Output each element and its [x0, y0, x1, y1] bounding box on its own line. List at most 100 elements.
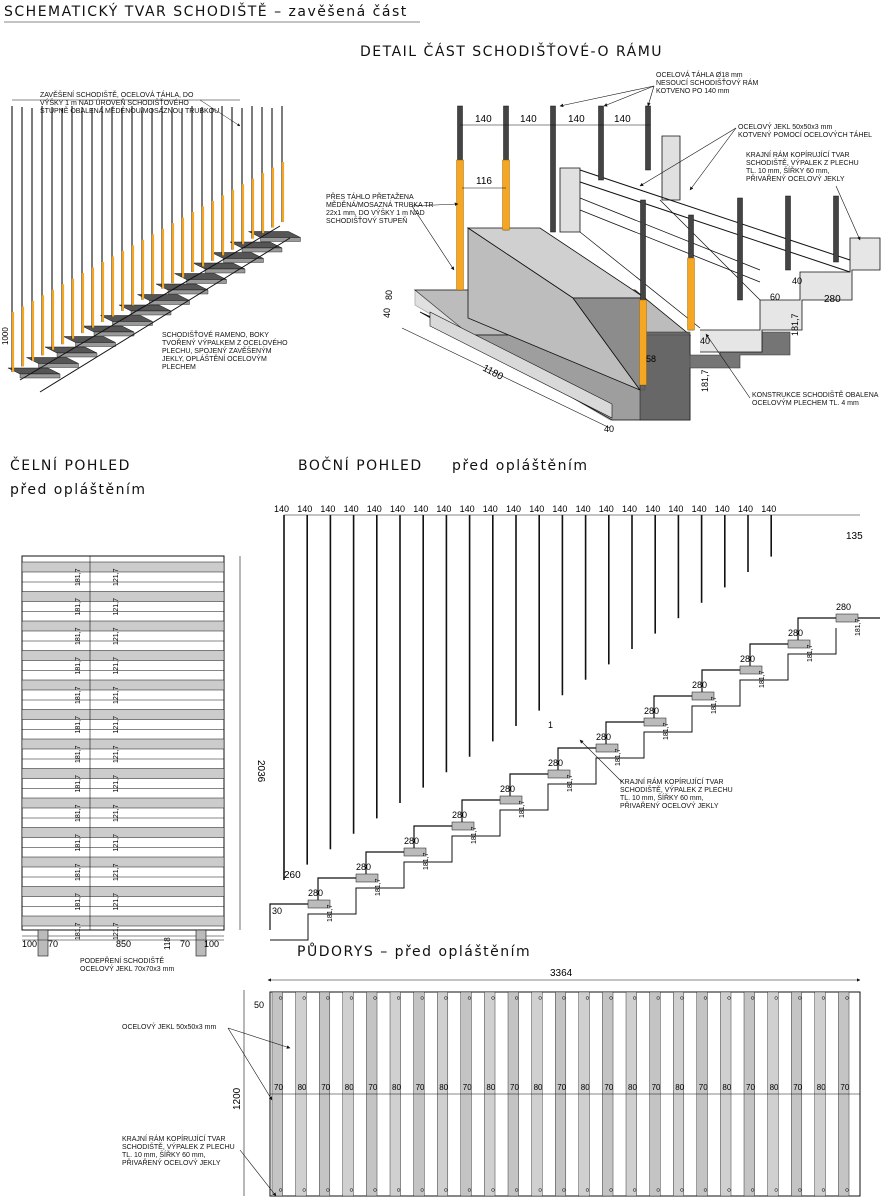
schematic-tread: [7, 367, 61, 375]
side-tread: [835, 613, 859, 623]
steel-rod: [737, 197, 743, 301]
schematic-riser: [19, 373, 61, 379]
plan-dim-gap: 70: [416, 1083, 425, 1092]
side-dim-rod: 140: [529, 504, 544, 514]
front-dim-rise-b: 121,7: [113, 657, 120, 675]
dim-slab: 40: [382, 308, 392, 318]
note-plan-jekl: OCELOVÝ JEKL 50x50x3 mm: [122, 1024, 217, 1031]
plan-rod-bottom: [680, 1188, 684, 1192]
front-step: [21, 797, 225, 809]
schematic-riser: [223, 258, 264, 263]
side-dim-tread: 280: [452, 810, 467, 820]
tube-dim: 116: [476, 176, 492, 187]
plan-rod-top: [609, 996, 613, 1000]
frame-diag-2: [659, 199, 761, 301]
plan-rod-top: [538, 996, 542, 1000]
front-step: [21, 915, 225, 927]
plan-frame-leader: [239, 1149, 277, 1197]
leader-frame: [835, 185, 861, 241]
front-dim-rise: 181,7: [75, 598, 82, 616]
schematic-tread: [229, 241, 283, 249]
schematic-dim-1000: 1000: [1, 327, 10, 345]
tread-front: [429, 311, 613, 419]
front-dim-rise: 181,7: [75, 893, 82, 911]
dim-60: 60: [770, 292, 780, 302]
plan-rod-bottom: [821, 1188, 826, 1192]
side-dim-rod: 140: [320, 504, 335, 514]
plan-dim-50: 50: [254, 1000, 264, 1010]
front-support-left: [37, 929, 49, 957]
front-step: [21, 620, 225, 632]
plan-dim-gap: 70: [840, 1083, 849, 1092]
side-dim-riser: 181,7: [423, 852, 430, 870]
side-tread: [355, 873, 379, 883]
schematic-stringer: [39, 237, 291, 393]
detail-title: DETAIL ČÁST SCHODIŠŤOVÉ-O RÁMU: [360, 44, 664, 60]
plan-rod-bottom: [656, 1188, 660, 1192]
side-dim-rod: 140: [599, 504, 614, 514]
side-dim-tread: 280: [740, 654, 755, 664]
front-dim-70b: 70: [180, 939, 190, 949]
front-step: [21, 650, 225, 661]
side-dim-30: 30: [272, 906, 282, 916]
rod-dim-3: 140: [568, 114, 585, 125]
front-dim-rise: 181,7: [75, 804, 82, 822]
side-dim-top: 135: [846, 531, 863, 542]
front-dim-rise-b: 121,7: [113, 863, 120, 881]
front-dim-right: 100: [204, 939, 219, 949]
side-dim-rod: 140: [692, 504, 707, 514]
schematic-tread: [81, 325, 135, 333]
side-dim-riser: 181,7: [615, 748, 622, 766]
side-dim-tread: 280: [788, 628, 803, 638]
side-dim-rod: 140: [367, 504, 382, 514]
plan-dim-gap: 80: [770, 1083, 779, 1092]
front-dim-rise-b: 121,7: [113, 716, 120, 734]
plan-rod-bottom: [514, 1188, 519, 1192]
front-dim-rise: 181,7: [75, 627, 82, 645]
jekl-beam-1: [579, 169, 851, 261]
plan-rod-top: [798, 996, 802, 1000]
front-step: [21, 738, 225, 750]
schematic-riser: [186, 279, 227, 284]
plan-rod-top: [774, 996, 778, 1000]
front-dim-rise-b: 121,7: [113, 922, 120, 940]
front-dim-rise: 181,7: [75, 863, 82, 881]
schematic-tread: [63, 336, 116, 343]
plan-rod-bottom: [538, 1188, 542, 1192]
dim-58: 58: [646, 354, 656, 364]
plan-jekl-leader-1: [227, 1027, 291, 1049]
side-dim-riser: 181,7: [807, 644, 814, 662]
side-dim-riser: 181,7: [759, 670, 766, 688]
side-dim-rod: 140: [297, 504, 312, 514]
front-dim-rise-b: 121,7: [113, 775, 120, 793]
schematic-riser: [75, 342, 116, 347]
plan-dim-gap: 80: [345, 1083, 354, 1092]
side-dim-rod: 140: [506, 504, 521, 514]
plan-dim-gap: 80: [298, 1083, 307, 1092]
side-frame-leader: [579, 739, 623, 783]
front-dim-rise: 181,7: [75, 834, 82, 852]
side-dim-rod: 140: [552, 504, 567, 514]
side-dim-riser: 181,7: [663, 722, 670, 740]
plan-rod-bottom: [774, 1188, 778, 1192]
front-step: [21, 768, 225, 779]
side-dim-tread: 280: [548, 758, 563, 768]
side-dim-plus: 1: [548, 720, 553, 730]
plan-rod-bottom: [727, 1188, 731, 1192]
plan-rod-top: [585, 996, 590, 1000]
plan-dim-gap: 70: [510, 1083, 519, 1092]
side-dim-tread: 280: [692, 680, 707, 690]
rod-dim-4: 140: [614, 114, 631, 125]
side-dim-rod: 140: [715, 504, 730, 514]
plan-dim-gap: 80: [722, 1083, 731, 1092]
front-support-right: [195, 929, 207, 957]
plan-rod-top: [420, 996, 424, 1000]
detail-rods: [456, 105, 839, 386]
brass-tube: [456, 159, 464, 291]
schematic-stringer: [19, 225, 281, 381]
plan-dim-gap: 80: [628, 1083, 637, 1092]
side-view-dims: 135 260 30 1: [272, 531, 863, 916]
front-dim-rise-b: 121,7: [113, 745, 120, 763]
